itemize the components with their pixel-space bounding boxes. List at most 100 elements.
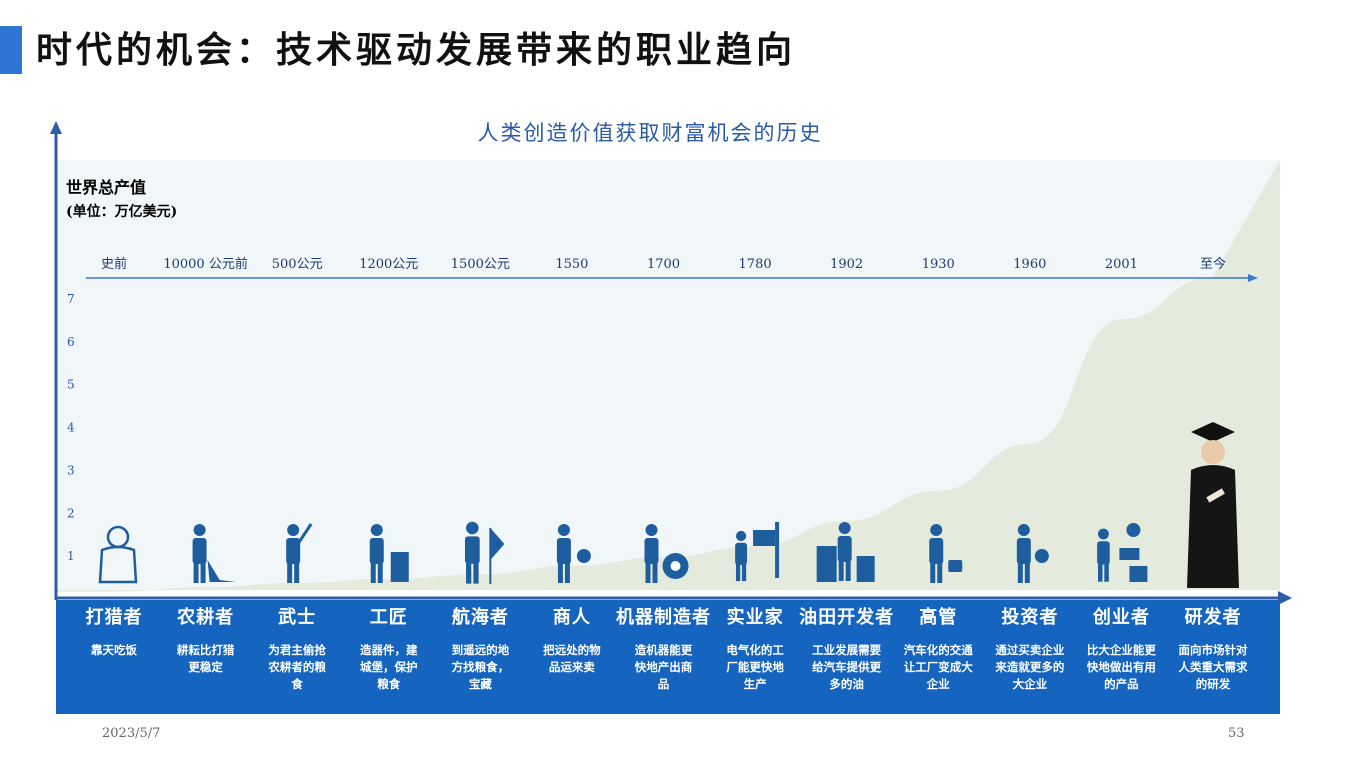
leg-shape xyxy=(557,563,563,583)
x-axis-arrow xyxy=(1278,591,1292,605)
role-name: 油田开发者 xyxy=(799,606,894,628)
farmer-icon xyxy=(192,524,236,583)
machine-maker-icon xyxy=(644,524,689,583)
craftsman-icon xyxy=(369,524,409,583)
role-name: 商人 xyxy=(553,606,591,628)
leg-shape xyxy=(466,562,472,584)
role-description: 比大企业能更快地做出有用的产品 xyxy=(1086,643,1156,691)
barrel-shape xyxy=(856,556,875,582)
question-bubble-icon xyxy=(1126,523,1141,537)
leg-shape xyxy=(473,562,479,584)
flag-shape xyxy=(490,528,505,560)
footer-date: 2023/5/7 xyxy=(102,726,161,741)
leg-shape xyxy=(735,564,741,582)
role-name: 机器制造者 xyxy=(616,606,711,628)
role-name: 农耕者 xyxy=(176,606,234,628)
y-tick-label: 4 xyxy=(67,421,75,435)
leg-shape xyxy=(370,563,376,583)
x-tick-label: 1700 xyxy=(647,257,680,272)
x-tick-label: 1780 xyxy=(739,257,772,272)
leg-shape xyxy=(564,563,570,583)
role-description: 为君主偷抢农耕者的粮食 xyxy=(267,643,326,691)
money-bag-shape xyxy=(1034,549,1049,563)
y-tick-label: 1 xyxy=(67,549,75,563)
leg-shape xyxy=(930,563,936,583)
x-tick-label: 至今 xyxy=(1200,256,1226,272)
role-description: 耕耘比打猎更稳定 xyxy=(176,643,235,674)
laptop-shape xyxy=(1119,548,1140,560)
body-shape xyxy=(98,545,138,584)
role-name: 投资者 xyxy=(1001,606,1058,628)
head-shape xyxy=(930,524,943,536)
torso-shape xyxy=(464,536,480,564)
leg-shape xyxy=(294,563,300,583)
x-tick-label: 1550 xyxy=(555,257,588,272)
role-name: 高管 xyxy=(919,606,957,628)
y-tick-label: 7 xyxy=(67,292,75,306)
leg-shape xyxy=(741,564,747,582)
head-shape xyxy=(466,521,479,535)
roles-band xyxy=(56,600,1280,714)
torso-shape xyxy=(369,538,384,564)
wealth-area-series xyxy=(56,160,1280,592)
role-description: 靠天吃饭 xyxy=(91,643,137,657)
role-name: 创业者 xyxy=(1092,606,1150,628)
timeline-arrow xyxy=(1248,274,1258,282)
x-tick-label: 史前 xyxy=(101,256,127,272)
torso-shape xyxy=(837,536,852,562)
y-tick-label: 6 xyxy=(67,335,75,349)
role-description: 通过买卖企业来造就更多的大企业 xyxy=(994,643,1064,691)
head-shape xyxy=(370,524,383,536)
warrior-icon xyxy=(286,523,313,583)
head-shape xyxy=(1098,528,1109,540)
briefcase-shape xyxy=(948,560,963,572)
leg-shape xyxy=(937,563,943,583)
leg-shape xyxy=(287,563,293,583)
y-tick-label: 3 xyxy=(67,463,75,477)
gear-hole-shape xyxy=(670,561,681,571)
graduation-cap-shape xyxy=(1191,422,1235,442)
x-tick-label: 1930 xyxy=(922,257,955,272)
head-shape xyxy=(1017,524,1030,536)
gown-shape xyxy=(1187,465,1239,588)
machine-post-shape xyxy=(775,522,780,578)
torso-shape xyxy=(644,538,659,564)
torso-shape xyxy=(929,538,944,564)
title-accent-bar xyxy=(0,26,22,74)
role-description: 到遥远的地方找粮食，宝藏 xyxy=(452,643,510,691)
role-description: 电气化的工厂能更快地生产 xyxy=(726,643,784,691)
x-tick-label: 1902 xyxy=(830,257,863,272)
industrialist-icon xyxy=(735,522,780,582)
navigator-icon xyxy=(464,521,505,584)
oil-developer-icon xyxy=(816,522,875,582)
bag-shape xyxy=(1129,566,1148,582)
brick-wall-shape xyxy=(390,552,409,582)
torso-shape xyxy=(1016,538,1031,564)
role-name: 研发者 xyxy=(1185,606,1242,628)
head-shape xyxy=(287,524,300,536)
y-axis-label: 世界总产值 xyxy=(66,178,146,197)
y-axis-arrow xyxy=(50,121,62,134)
spear-shape xyxy=(295,523,313,546)
x-tick-label: 1200公元 xyxy=(359,257,418,272)
entrepreneur-icon xyxy=(1097,523,1148,582)
torso-shape xyxy=(192,538,207,564)
head-shape xyxy=(557,524,570,536)
head-shape xyxy=(193,524,206,536)
money-bag-shape xyxy=(576,549,591,563)
x-tick-label: 500公元 xyxy=(272,257,323,272)
role-description: 面向市场针对人类重大需求的研发 xyxy=(1179,643,1248,691)
head-shape xyxy=(838,522,851,534)
torso-shape xyxy=(1097,541,1110,565)
drill-shape xyxy=(816,546,837,582)
head-shape xyxy=(735,530,747,542)
y-tick-label: 2 xyxy=(67,506,75,520)
torso-shape xyxy=(735,542,748,565)
leg-shape xyxy=(1104,563,1109,582)
executive-icon xyxy=(929,524,963,583)
hunter-icon xyxy=(98,525,138,584)
role-name: 航海者 xyxy=(452,606,509,628)
x-tick-label: 2001 xyxy=(1105,257,1138,272)
merchant-icon xyxy=(556,524,591,583)
